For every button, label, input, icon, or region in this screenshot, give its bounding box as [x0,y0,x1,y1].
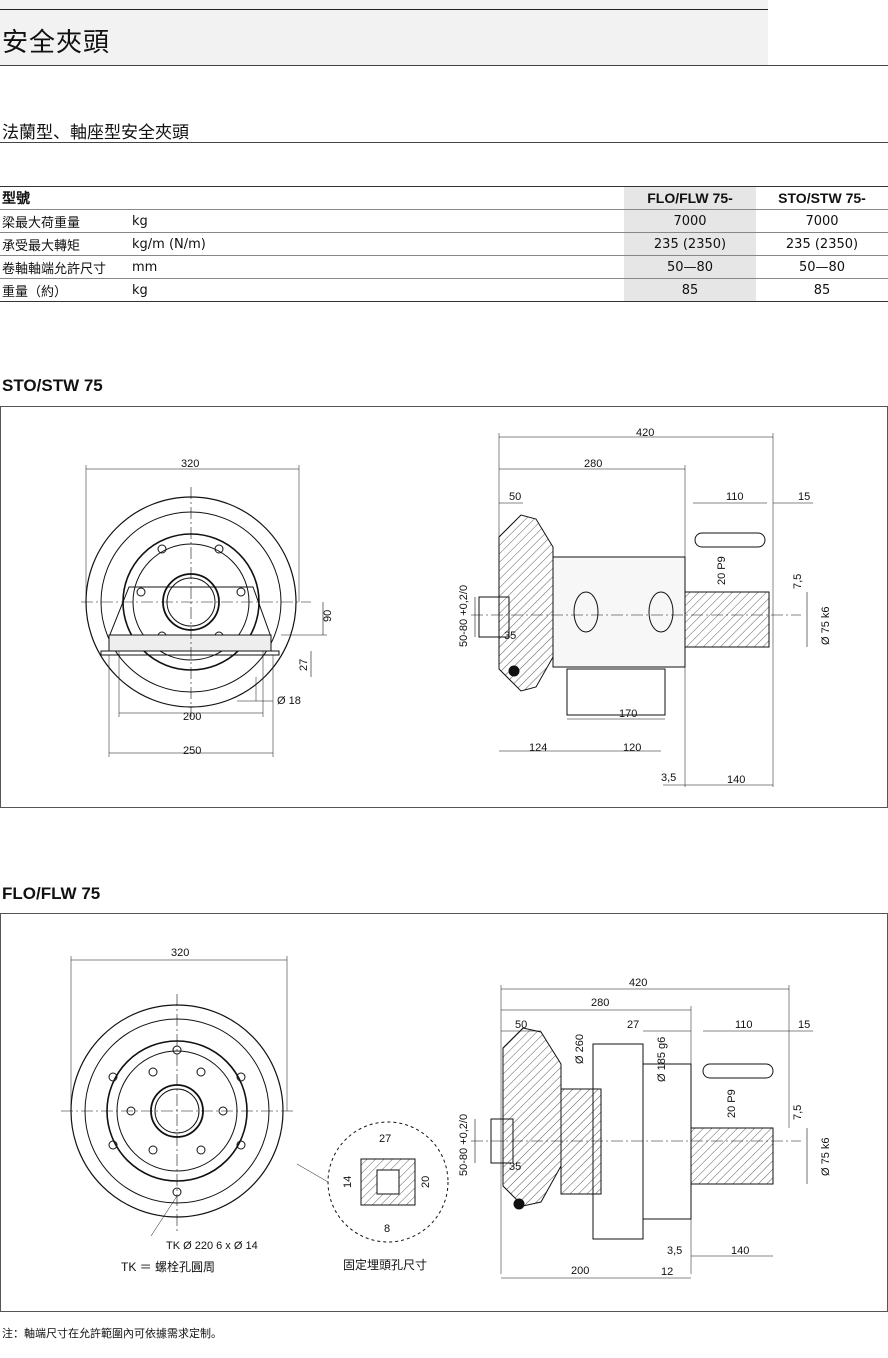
dim-120: 120 [623,742,641,754]
cell: kg [130,278,624,302]
cell: kg/m (N/m) [130,232,624,256]
title-divider [0,65,888,66]
cell: 85 [624,278,756,302]
table-row: 重量（約） kg 85 85 [0,278,888,302]
col-model: 型號 [0,186,130,210]
table-header-row: 型號 FLO/FLW 75- STO/STW 75- [0,186,888,210]
cell: 50—80 [756,255,888,279]
cell: 235 (2350) [624,232,756,256]
dim-g6: Ø 185 g6 [656,1037,668,1082]
section-subtitle: 法蘭型、軸座型安全夾頭 [2,123,189,143]
dim-50: 50 [509,491,521,503]
dim-320: 320 [171,947,189,959]
dim-280: 280 [591,997,609,1009]
dim-15: 15 [798,1019,810,1031]
dim-140: 140 [731,1245,749,1257]
cell: mm [130,255,624,279]
drawing2-svg: 320 TK Ø 220 6 x Ø 14 TK ＝ 螺栓孔圓周 27 14 2… [61,947,832,1279]
col-flo: FLO/FLW 75- [624,186,756,210]
drawing2-heading: FLO/FLW 75 [2,884,101,903]
subtitle-divider [0,142,888,143]
cell: 卷軸軸端允許尺寸 [0,255,130,279]
dim-320: 320 [181,458,199,470]
dim-20: 20 [420,1176,432,1188]
cell: 235 (2350) [756,232,888,256]
drawing1-heading: STO/STW 75 [2,376,103,395]
dim-15: 15 [798,491,810,503]
dim-7-5: 7,5 [792,574,804,589]
dim-35: 35 [504,630,516,642]
dim-200: 200 [183,711,201,723]
dim-110: 110 [726,491,744,503]
dim-420: 420 [629,977,647,989]
dim-12: 12 [661,1266,673,1278]
dim-tol: 50-80 +0,2/0 [458,1114,470,1176]
dim-8: 8 [384,1223,390,1235]
cell: 7000 [624,209,756,233]
col-unit [130,186,624,210]
cell: 承受最大轉矩 [0,232,130,256]
cell: 梁最大荷重量 [0,209,130,233]
dim-tol: 50-80 +0,2/0 [458,585,470,647]
dim-k6: Ø 75 k6 [820,1137,832,1176]
dim-90: 90 [322,610,334,622]
dim-260: Ø 260 [574,1034,586,1064]
dim-27: 27 [298,659,310,671]
dim-14: 14 [342,1176,354,1188]
dim-27-detail: 27 [379,1133,391,1145]
top-rule [0,9,768,10]
title-band [0,0,768,66]
dim-280: 280 [584,458,602,470]
dim-3-5: 3,5 [667,1245,682,1257]
footer-note: 注：軸端尺寸在允許範圍內可依據需求定制。 [2,1327,222,1340]
drawing1-frame: 320 90 27 Ø 18 200 250 420 280 50 110 15… [0,406,888,808]
dim-110: 110 [735,1019,753,1031]
tk-label: TK Ø 220 6 x Ø 14 [166,1240,258,1252]
dim-420: 420 [636,427,654,439]
dim-3-5: 3,5 [661,772,676,784]
cell: 7000 [756,209,888,233]
dim-35: 35 [509,1161,521,1173]
dim-140: 140 [727,774,745,786]
dim-18: Ø 18 [277,695,301,707]
cell: kg [130,209,624,233]
dim-7-5: 7,5 [792,1105,804,1120]
table-row: 承受最大轉矩 kg/m (N/m) 235 (2350) 235 (2350) [0,232,888,256]
dim-124: 124 [529,742,547,754]
table-row: 梁最大荷重量 kg 7000 7000 [0,209,888,233]
drawing1-svg: 320 90 27 Ø 18 200 250 420 280 50 110 15… [81,427,832,787]
dim-170: 170 [619,708,637,720]
drawing2-frame: 320 TK Ø 220 6 x Ø 14 TK ＝ 螺栓孔圓周 27 14 2… [0,913,888,1312]
detail-caption: 固定埋頭孔尺寸 [343,1257,427,1272]
dim-p9: 20 P9 [716,556,728,585]
dim-200: 200 [571,1265,589,1277]
dim-27: 27 [627,1019,639,1031]
dim-50: 50 [515,1019,527,1031]
spec-table: 型號 FLO/FLW 75- STO/STW 75- 梁最大荷重量 kg 700… [0,186,888,302]
page-title: 安全夾頭 [2,28,111,58]
dim-k6: Ø 75 k6 [820,606,832,645]
col-sto: STO/STW 75- [756,186,888,210]
table-row: 卷軸軸端允許尺寸 mm 50—80 50—80 [0,255,888,279]
cell: 85 [756,278,888,302]
dim-p9: 20 P9 [726,1089,738,1118]
cell: 50—80 [624,255,756,279]
cell: 重量（約） [0,278,130,302]
dim-250: 250 [183,745,201,757]
tk-note: TK ＝ 螺栓孔圓周 [121,1259,215,1274]
